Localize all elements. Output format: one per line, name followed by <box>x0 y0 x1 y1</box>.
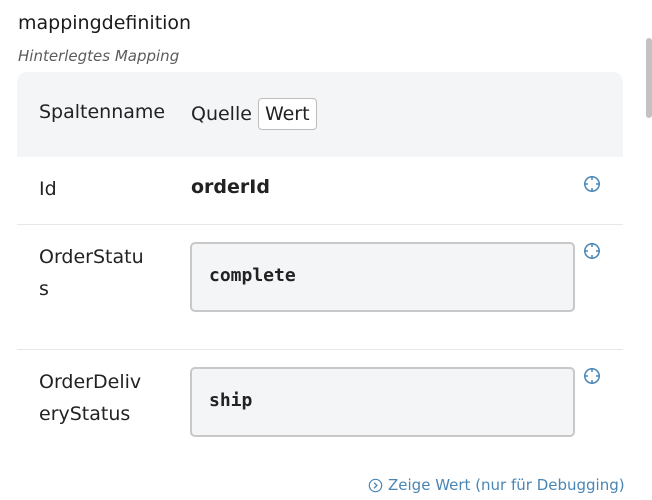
column-header-source-label: Quelle <box>191 103 252 125</box>
row-column-name: OrderDeliveryStatus <box>39 371 142 425</box>
table-row: Id orderId <box>17 157 623 224</box>
scrollbar[interactable] <box>646 38 652 118</box>
mapping-table: Spaltenname Quelle Wert Id orderId Order… <box>17 72 623 474</box>
row-source-code-field[interactable]: ship <box>190 367 575 437</box>
table-row: OrderDeliveryStatus ship <box>17 349 623 474</box>
row-source-code-field[interactable]: complete <box>190 242 575 312</box>
row-column-name: OrderStatus <box>39 246 144 300</box>
column-header-name: Spaltenname <box>39 101 166 123</box>
target-icon[interactable] <box>583 175 601 193</box>
target-icon[interactable] <box>583 242 601 260</box>
wert-toggle-button[interactable]: Wert <box>257 98 317 130</box>
row-source-value: orderId <box>191 176 270 198</box>
target-icon[interactable] <box>583 367 601 385</box>
show-value-debug-link[interactable]: Zeige Wert (nur für Debugging) <box>368 476 625 494</box>
chevron-circle-right-icon <box>368 478 383 492</box>
show-value-debug-link-label: Zeige Wert (nur für Debugging) <box>388 476 625 494</box>
column-header-source: Quelle Wert <box>191 98 317 130</box>
table-row: OrderStatus complete <box>17 224 623 349</box>
row-column-name: Id <box>39 178 57 200</box>
page-title: mappingdefinition <box>18 12 192 34</box>
page-subtitle: Hinterlegtes Mapping <box>18 47 180 65</box>
table-header: Spaltenname Quelle Wert <box>17 72 623 157</box>
